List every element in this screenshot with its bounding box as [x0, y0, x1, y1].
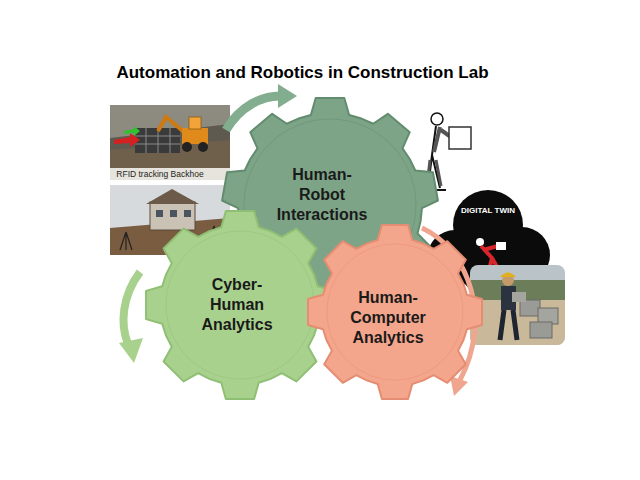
house-render	[184, 210, 191, 217]
digital-twin-cloud	[496, 242, 506, 250]
title-holder: Automation and Robotics in Construction …	[0, 63, 605, 83]
gear-node: Human-Computer Analytics	[307, 224, 483, 400]
gear-outline	[308, 225, 482, 399]
gear-outline	[146, 211, 334, 399]
backhoe-render	[114, 133, 140, 147]
house-render	[146, 189, 199, 204]
worker-photo	[470, 265, 565, 345]
backhoe-render	[182, 142, 192, 152]
cycle-arrow	[450, 376, 468, 396]
backhoe-render	[198, 142, 208, 152]
backhoe-render	[182, 128, 208, 144]
diagram-title: Automation and Robotics in Construction …	[0, 63, 605, 83]
gear-label: Human-Computer Analytics	[339, 288, 437, 348]
exoskeleton-figure	[431, 113, 443, 125]
worker-photo	[500, 310, 517, 340]
image-caption: RFID tracking Backhoe	[102, 169, 218, 179]
worker-photo	[470, 300, 565, 345]
cloud-label-holder: DIGITAL TWIN	[456, 206, 520, 216]
house-render	[150, 202, 195, 230]
gear-node: Cyber-Human Analytics	[145, 210, 335, 400]
worker-photo	[530, 322, 552, 338]
worker-photo	[512, 292, 526, 302]
backhoe-render	[110, 105, 230, 180]
backhoe-render	[124, 126, 140, 136]
backhoe-render	[135, 128, 180, 153]
cloud-label: DIGITAL TWIN	[456, 206, 520, 216]
gear-label: Human-Robot Interactions	[273, 165, 371, 225]
gear-label: Cyber-Human Analytics	[188, 275, 286, 335]
worker-photo	[520, 300, 540, 316]
backhoe-render	[135, 128, 180, 153]
cycle-arrow	[278, 84, 297, 108]
gear-hub	[327, 244, 463, 380]
backhoe-render	[189, 117, 201, 129]
backhoe-render	[110, 105, 230, 180]
worker-photo	[500, 273, 516, 278]
digital-twin-cloud	[476, 238, 484, 246]
image-caption-holder: RFID tracking Backhoe	[102, 169, 218, 179]
house-render	[156, 210, 163, 217]
house-render	[170, 210, 177, 217]
exoskeleton-figure	[449, 127, 471, 149]
gear-hub	[166, 231, 314, 379]
worker-photo	[470, 265, 565, 345]
cycle-arrow	[119, 338, 143, 363]
cycle-arrow	[124, 272, 140, 344]
backhoe-render	[158, 117, 184, 132]
